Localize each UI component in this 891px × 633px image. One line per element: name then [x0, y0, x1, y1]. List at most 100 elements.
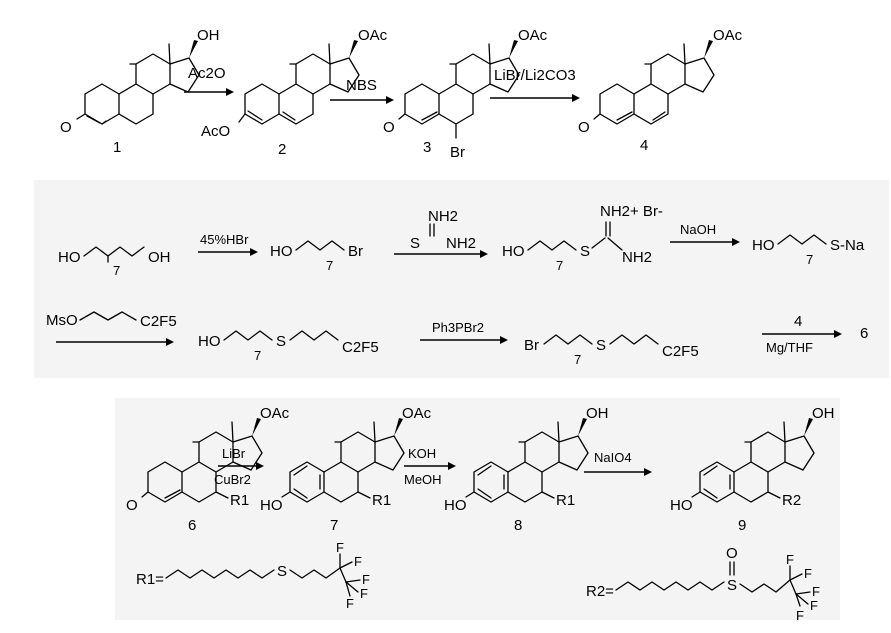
- compound-3: OAc O Br 3: [383, 27, 548, 161]
- thioether-alcohol: HO 7 S C2F5: [198, 330, 379, 363]
- compound-number-4: 4: [640, 137, 648, 154]
- nh2-plus-label: NH2+ Br-: [600, 203, 663, 220]
- arrow-label-nbs: NBS: [346, 77, 377, 94]
- compound-number-7: 7: [330, 517, 338, 534]
- acetate-label-6: OAc: [260, 405, 290, 422]
- compound-number-8: 8: [514, 517, 522, 534]
- arrow-ph3pbr2: Ph3PBr2: [420, 320, 508, 344]
- r1-label-6: R1: [230, 492, 249, 509]
- compound-8: OH HO R1 8: [444, 405, 609, 534]
- arrow-grignard: 4 Mg/THF 6: [762, 313, 868, 355]
- r2-f3: F: [812, 584, 820, 599]
- ho-label-2: HO: [270, 243, 293, 260]
- ho-label-7: HO: [260, 497, 283, 514]
- thiourea-nh2-top: NH2: [428, 208, 458, 225]
- oh-label: OH: [148, 249, 171, 266]
- hydroxyl-label-8: OH: [586, 405, 609, 422]
- arrow-label-4: 4: [794, 313, 802, 330]
- ketone-o-label-6: O: [126, 497, 138, 514]
- hydroxyl-label-9: OH: [812, 405, 835, 422]
- mso-label: MsO: [46, 312, 78, 329]
- isothiouronium-salt: HO 7 S NH2+ Br- NH2: [502, 203, 663, 273]
- r2-definition: R2= S O F F F F F: [586, 545, 820, 623]
- r2-o-label: O: [726, 545, 738, 562]
- ho-label: HO: [58, 249, 81, 266]
- br-label-t2: Br: [524, 337, 539, 354]
- thiourea-reagent: NH2 S NH2: [394, 208, 488, 258]
- arrow-label-mg-thf: Mg/THF: [766, 340, 813, 355]
- bromo-thioether: Br 7 S C2F5: [524, 334, 699, 367]
- r1-f1: F: [336, 540, 344, 555]
- acetate-label-4: OAc: [713, 27, 743, 44]
- r1-f4: F: [360, 586, 368, 601]
- compound-number-9: 9: [738, 517, 746, 534]
- s-label-t1: S: [276, 333, 286, 350]
- arrow-label-naio4: NaIO4: [594, 450, 632, 465]
- compound-9: OH HO R2 9: [670, 405, 835, 534]
- r2-s-label: S: [727, 577, 737, 594]
- hydroxyl-label: OH: [197, 27, 220, 44]
- compound-number-1: 1: [113, 139, 121, 156]
- compound-4: OAc O 4: [578, 27, 743, 154]
- ho-label-t1: HO: [198, 333, 221, 350]
- r2-def-label: R2=: [586, 583, 614, 600]
- arrow-naoh: NaOH: [670, 222, 740, 246]
- ketone-o-label-4: O: [578, 119, 590, 136]
- ketone-o-label-3: O: [383, 119, 395, 136]
- s-label-t2: S: [596, 337, 606, 354]
- enol-acetate-label: AcO: [201, 123, 230, 140]
- s-label-3: S: [580, 243, 590, 260]
- chain-count: 7: [113, 263, 120, 278]
- bromo-label: Br: [450, 144, 465, 161]
- arrow-label-meoh: MeOH: [404, 472, 442, 487]
- chain-count-2: 7: [326, 258, 333, 273]
- r1-f5: F: [346, 596, 354, 611]
- thiolate: HO 7 S-Na: [752, 234, 865, 267]
- arrow-label-koh: KOH: [408, 446, 436, 461]
- ho-label-9: HO: [670, 497, 693, 514]
- compound-number-6: 6: [188, 517, 196, 534]
- arrow-label-libr: LiBr/Li2CO3: [494, 67, 576, 84]
- r1-label-7: R1: [372, 492, 391, 509]
- r1-def-label: R1=: [136, 571, 164, 588]
- chain-count-t2: 7: [574, 352, 581, 367]
- compound-6: OAc O R1 6: [126, 405, 290, 534]
- arrow-nbs: NBS: [330, 77, 394, 104]
- chain-count-3: 7: [556, 258, 563, 273]
- nh2-label-3: NH2: [622, 249, 652, 266]
- ho-label-8: HO: [444, 497, 467, 514]
- s-na-label: S-Na: [830, 237, 865, 254]
- arrow-naio4: NaIO4: [584, 450, 652, 476]
- bromo-alcohol: HO 7 Br: [270, 240, 363, 273]
- arrow-label-cubr2: CuBr2: [214, 472, 251, 487]
- arrow-label-ac2o: Ac2O: [188, 65, 226, 82]
- r2-label-9: R2: [782, 492, 801, 509]
- r1-s-label: S: [277, 563, 287, 580]
- acetate-label-2: OAc: [358, 27, 388, 44]
- br-label: Br: [348, 243, 363, 260]
- thiourea-nh2-right: NH2: [446, 235, 476, 252]
- ketone-o-label: O: [60, 119, 72, 136]
- arrow-hbr: 45%HBr: [198, 232, 258, 256]
- acetate-label-3: OAc: [518, 27, 548, 44]
- thiourea-s: S: [410, 235, 420, 252]
- r1-label-8: R1: [556, 492, 575, 509]
- mesylate-reagent: MsO C2F5: [46, 311, 177, 346]
- ho-label-3: HO: [502, 243, 525, 260]
- arrow-label-naoh: NaOH: [680, 222, 716, 237]
- r1-f3: F: [362, 572, 370, 587]
- r2-f1: F: [786, 552, 794, 567]
- chain-count-4: 7: [806, 252, 813, 267]
- compound-number-2: 2: [278, 141, 286, 158]
- linker-synthesis-panel: [34, 178, 889, 378]
- arrow-koh-meoh: KOH MeOH: [404, 446, 456, 487]
- diol: HO 7 OH: [58, 246, 171, 278]
- r2-f4: F: [810, 598, 818, 613]
- acetate-label-7: OAc: [402, 405, 432, 422]
- arrow-ac2o: Ac2O: [184, 65, 234, 96]
- arrow-libr-li2co3: LiBr/Li2CO3: [490, 67, 580, 102]
- chain-count-t1: 7: [254, 348, 261, 363]
- arrow-label-libr-6: LiBr: [222, 446, 246, 461]
- r1-definition: R1= S F F F F F: [136, 540, 370, 611]
